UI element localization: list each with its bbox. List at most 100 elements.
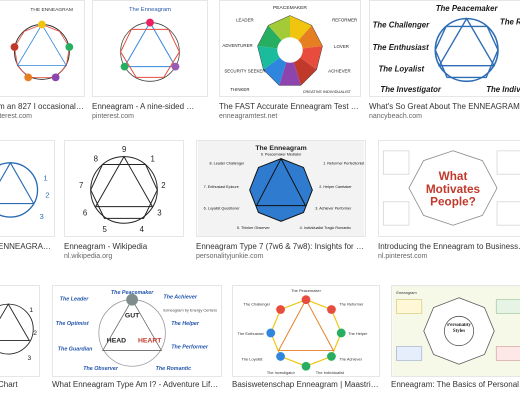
result-tile-4[interactable]: The Peacemaker The Re… The Challenger Th… (369, 0, 520, 130)
svg-text:1: 1 (43, 173, 47, 182)
thumb-text: The Re… (500, 18, 520, 27)
svg-text:3: 3 (157, 208, 162, 217)
thumb-text: The Leader (60, 297, 90, 303)
thumb-text: The Investigator (380, 85, 441, 94)
thumbnail[interactable]: THE ENNEAGRAM (0, 0, 85, 97)
thumb-text: 2. Helper Caretaker (319, 185, 352, 189)
thumb-text: The Challenger (373, 20, 431, 29)
thumbnail[interactable]: The Peacemaker The Achiever The Helper T… (52, 285, 222, 377)
thumbnail[interactable]: The Peacemaker The Reformer The Helper T… (232, 285, 380, 377)
result-title[interactable]: …m an 827 I occasionally … (0, 102, 85, 111)
result-tile-12[interactable]: Enneagram Personality Styles Enneagram: … (391, 285, 520, 410)
thumb-text: Enneagram (396, 290, 416, 295)
result-tile-10[interactable]: The Peacemaker The Achiever The Helper T… (52, 285, 222, 410)
result-tile-7[interactable]: The Enneagram 9. Peacemaker Mediator 1. … (196, 140, 366, 270)
svg-text:5: 5 (102, 225, 107, 234)
thumb-text: The Performer (171, 345, 209, 351)
thumb-text: The Achiever (163, 295, 197, 301)
thumbnail[interactable]: 1 2 3 (0, 140, 55, 237)
thumb-text: Enneagram by Energy Centers (163, 307, 217, 312)
result-title[interactable]: What's So Great About The ENNEAGRAM? — … (369, 102, 520, 111)
thumb-text: THE ENNEAGRAM (30, 7, 73, 13)
enneagram-color-diagram: THE ENNEAGRAM (10, 7, 74, 82)
thumbnail[interactable]: Enneagram Personality Styles (391, 285, 520, 377)
thumb-text: 7. Enthusiast Epicure (204, 185, 239, 189)
thumb-text: The Individualist (316, 370, 345, 375)
thumb-text: The Reformer (339, 302, 364, 307)
enneagram-type7-diagram: The Enneagram 9. Peacemaker Mediator 1. … (197, 141, 364, 236)
thumb-text: What Motivates People? (425, 170, 481, 209)
thumbnail[interactable]: PEACEMAKER REFORMER LOVER ACHIEVER CREAT… (219, 0, 361, 97)
result-title[interactable]: Introducing the Enneagram to Business – … (378, 242, 520, 251)
thumbnail[interactable]: The Enneagram (92, 0, 208, 97)
svg-text:7: 7 (79, 181, 83, 190)
result-source: personalityjunkie.com (196, 253, 264, 260)
result-title[interactable]: …ENNEAGRAM … (0, 242, 55, 251)
thumb-text: The Peacemaker (291, 288, 321, 293)
result-title[interactable]: What Enneagram Type Am I? - Adventure Li… (52, 380, 222, 389)
thumb-text: The Enneagram (129, 7, 171, 13)
enneagram-nine-sided-diagram: The Enneagram (120, 7, 180, 82)
enneagram-wikipedia-diagram: 912 345 678 (79, 145, 166, 234)
result-title[interactable]: The FAST Accurate Enneagram Test … (219, 102, 359, 111)
thumb-text: THINKER (230, 87, 249, 92)
svg-text:8: 8 (94, 155, 99, 164)
svg-text:6: 6 (83, 208, 88, 217)
result-tile-9[interactable]: 123 …Chart (0, 285, 40, 410)
svg-text:1: 1 (29, 307, 33, 314)
thumb-text: The Enthusiast (238, 331, 265, 336)
svg-text:4: 4 (140, 225, 145, 234)
thumb-text: The Investigator (267, 370, 296, 375)
result-title[interactable]: Enneagram - Wikipedia (64, 242, 148, 251)
what-motivates-people-diagram: What Motivates People? (382, 150, 520, 226)
thumb-text: The Romantic (156, 366, 192, 372)
thumbnail[interactable]: The Enneagram 9. Peacemaker Mediator 1. … (196, 140, 366, 237)
thumb-text: 6. Loyalist Questioner (204, 207, 241, 211)
enneagram-personality-styles-diagram: Enneagram Personality Styles (392, 286, 520, 376)
thumbnail[interactable]: The Peacemaker The Re… The Challenger Th… (369, 0, 520, 97)
result-source: pinterest.com (0, 113, 33, 120)
thumb-text: The Optimist (56, 321, 89, 327)
svg-text:2: 2 (45, 191, 49, 200)
result-title[interactable]: Enneagram Type 7 (7w6 & 7w8): Insights f… (196, 242, 366, 251)
result-tile-3[interactable]: PEACEMAKER REFORMER LOVER ACHIEVER CREAT… (219, 0, 361, 130)
thumb-text: 5. Thinker Observer (237, 226, 271, 230)
thumb-text: 1. Reformer Perfectionist (323, 162, 364, 166)
thumb-text: LEADER (236, 18, 254, 23)
thumb-text: The Loyalist (241, 356, 263, 361)
result-title[interactable]: Basiswetenschap Enneagram | Maastricht … (232, 380, 380, 389)
thumbnail[interactable]: What Motivates People? (378, 140, 520, 237)
thumb-text: HEART (138, 338, 162, 345)
thumb-text: HEAD (107, 338, 126, 345)
thumb-text: The Achiever (339, 356, 362, 361)
svg-text:3: 3 (39, 212, 43, 221)
result-source: enneagramtest.net (219, 113, 278, 120)
thumb-text: The Helper (348, 331, 368, 336)
thumb-text: The Peacemaker (436, 4, 499, 13)
result-source: nl.pinterest.com (378, 253, 428, 260)
result-tile-8[interactable]: What Motivates People? Introducing the E… (378, 140, 520, 270)
thumb-text: The Guardian (58, 347, 93, 353)
enneagram-chart-partial: 123 (0, 303, 37, 362)
result-title[interactable]: Enneagram: The Basics of Personality … (391, 380, 520, 389)
result-source: pinterest.com (92, 113, 135, 120)
thumb-text: PEACEMAKER (273, 5, 307, 11)
basiswetenschap-enneagram-diagram: The Peacemaker The Reformer The Helper T… (238, 288, 369, 375)
thumb-text: LOVER (334, 44, 349, 49)
thumb-text: REFORMER (332, 18, 357, 23)
thumb-text: SECURITY SEEKER (224, 68, 265, 73)
enneagram-blue-diagram: The Peacemaker The Re… The Challenger Th… (373, 4, 520, 94)
result-title[interactable]: Enneagram - A nine-sided … (92, 102, 195, 111)
result-tile-5[interactable]: 1 2 3 …ENNEAGRAM … (0, 140, 55, 270)
thumb-text: 9. Peacemaker Mediator (261, 153, 302, 157)
thumb-text: The Loyalist (378, 65, 424, 74)
svg-text:3: 3 (27, 355, 31, 362)
result-tile-1[interactable]: THE ENNEAGRAM …m an 827 I occasionally …… (0, 0, 85, 130)
result-tile-2[interactable]: The Enneagram Enneagram - A nine-sided …… (92, 0, 208, 130)
thumb-text: CREATIVE INDIVIDUALIST (303, 89, 352, 94)
result-title[interactable]: …Chart (0, 380, 18, 389)
result-tile-11[interactable]: The Peacemaker The Reformer The Helper T… (232, 285, 380, 410)
